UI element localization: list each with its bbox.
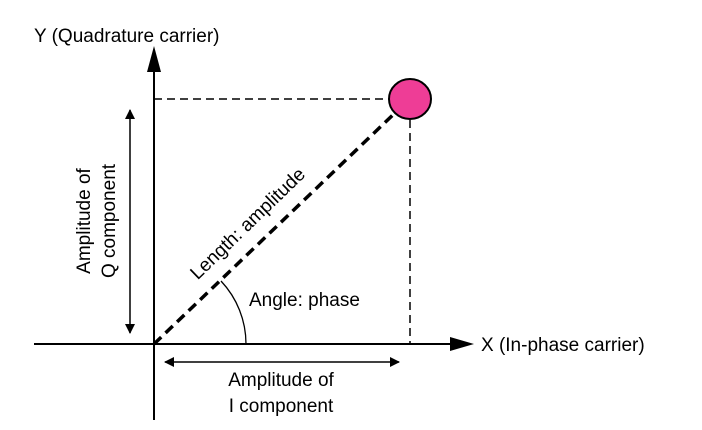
amplitude-vector — [152, 108, 400, 346]
y-axis-label: Y (Quadrature carrier) — [34, 26, 220, 47]
length-amplitude-label: Length: amplitude — [187, 164, 310, 284]
x-axis-arrowhead — [450, 337, 474, 351]
angle-phase-label: Angle: phase — [249, 290, 360, 311]
i-component-label-line2: I component — [229, 396, 334, 417]
q-component-label-line1: Amplitude of — [74, 167, 95, 273]
q-component-label-line2: Q component — [99, 163, 120, 278]
phase-angle-arc — [220, 280, 247, 345]
q-component-label: Amplitude of Q component — [74, 163, 120, 278]
y-axis-arrowhead — [147, 46, 161, 72]
signal-point — [388, 78, 432, 120]
x-axis-label: X (In-phase carrier) — [481, 335, 645, 356]
i-component-label-line1: Amplitude of — [228, 370, 334, 391]
